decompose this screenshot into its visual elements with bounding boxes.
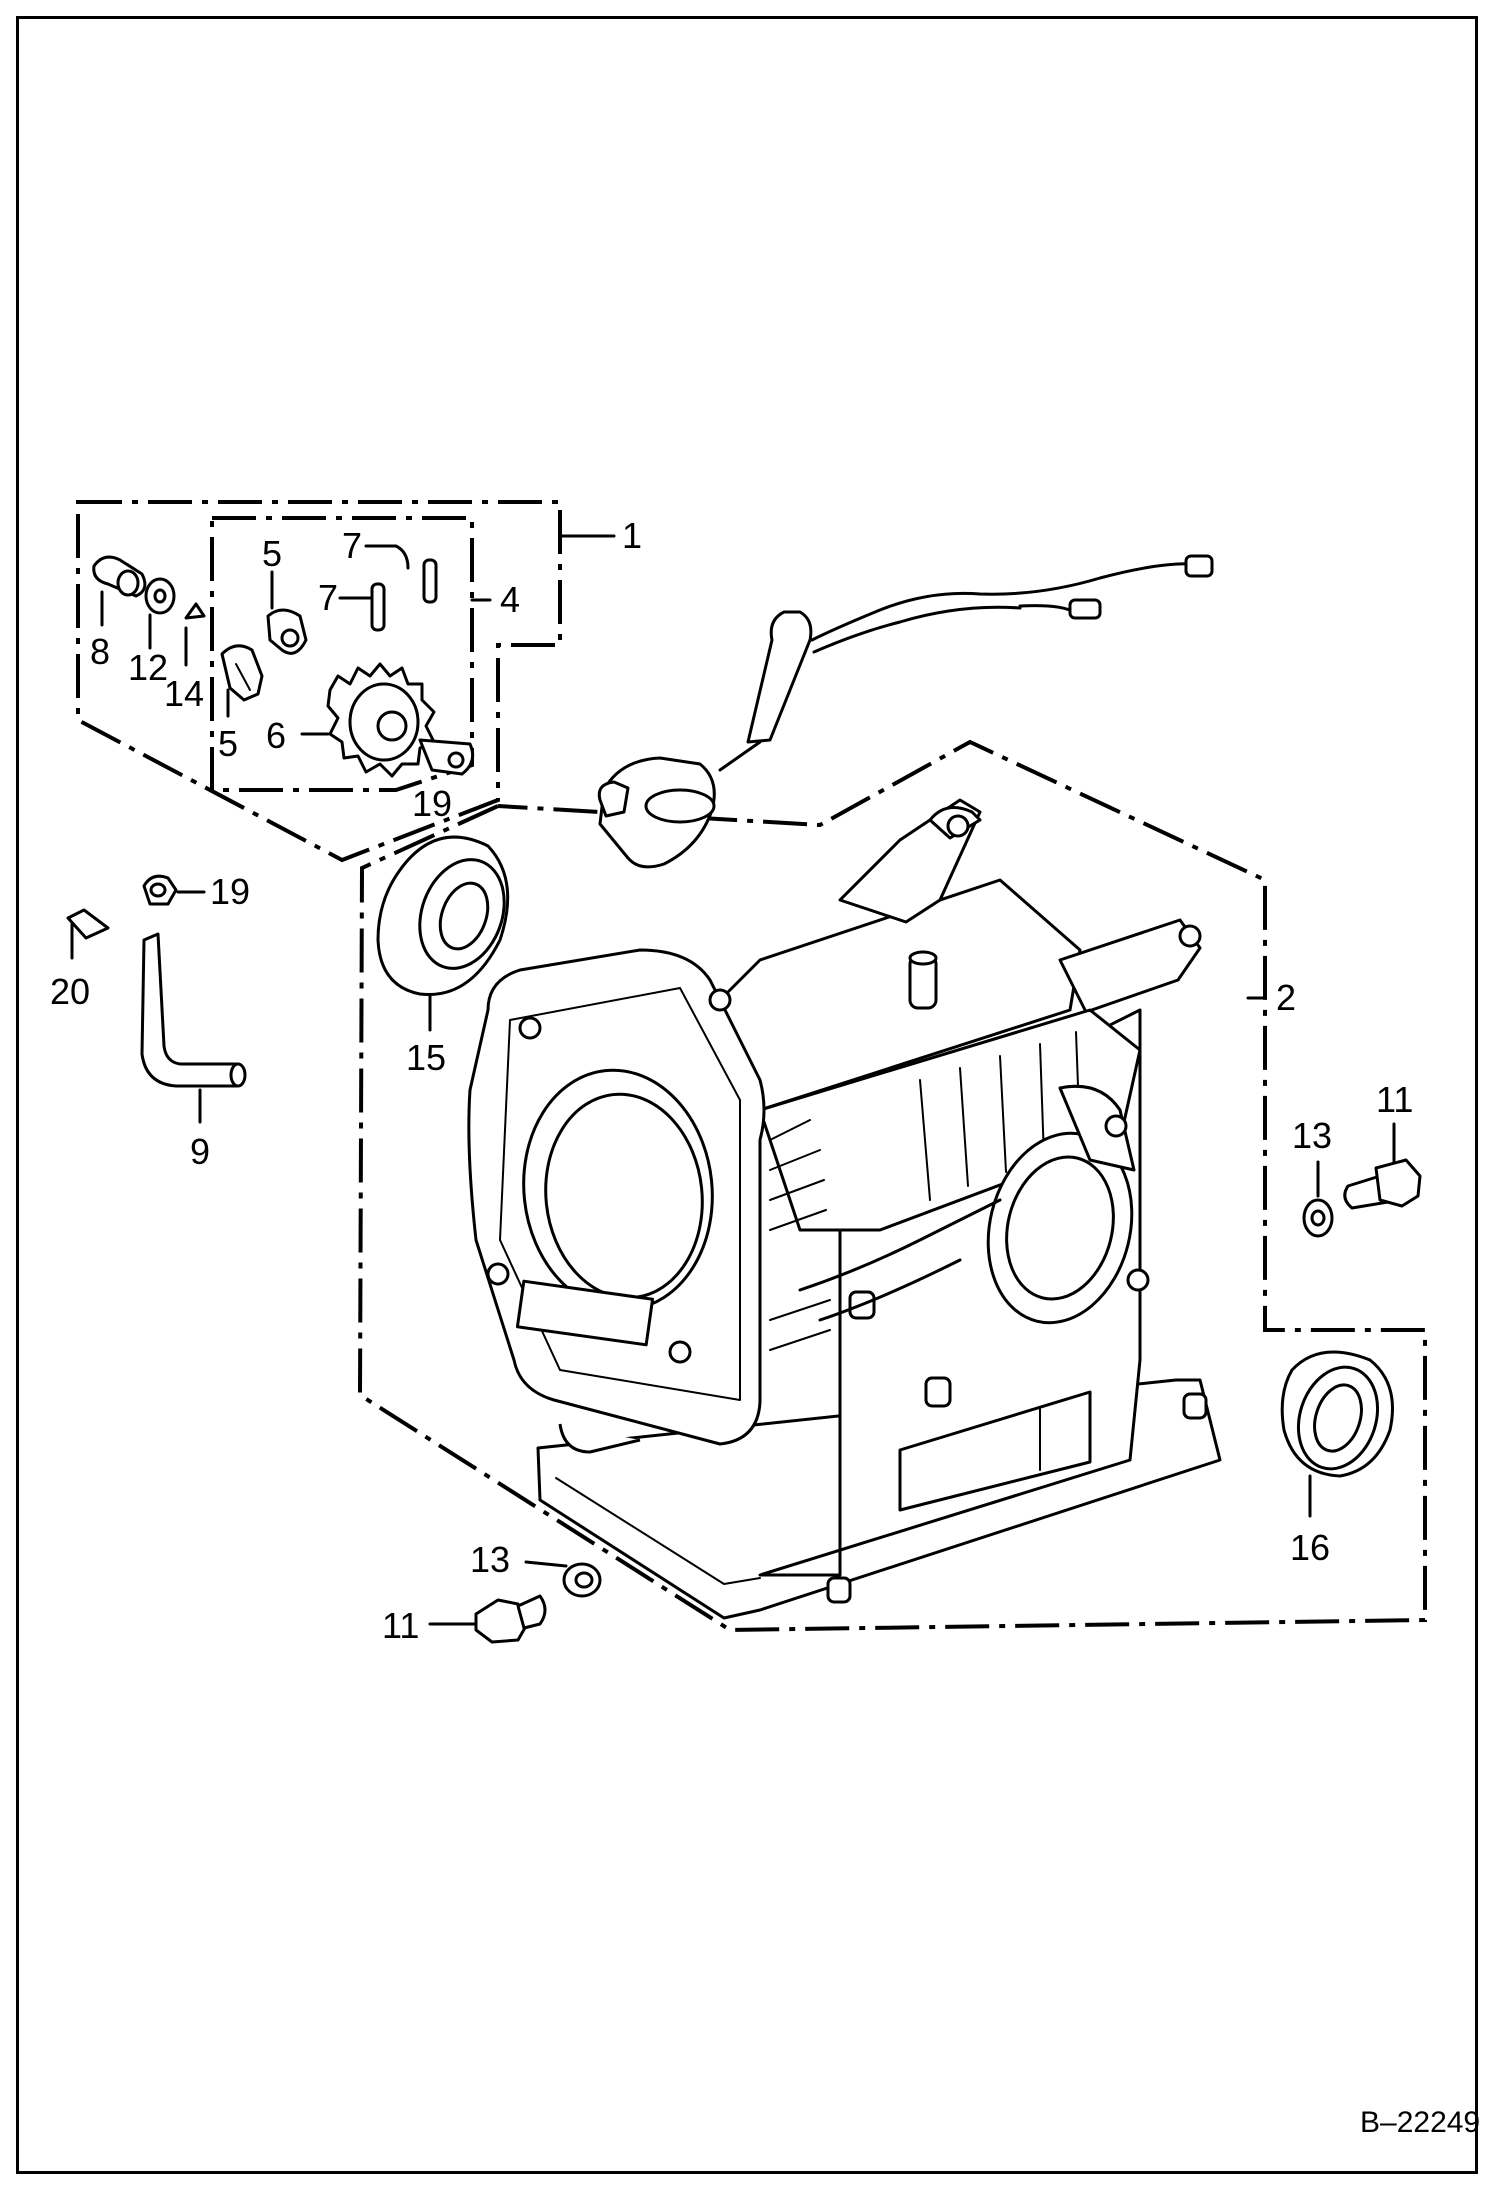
callout-4: 4 [500,579,520,620]
callout-9: 9 [190,1131,210,1172]
part-6-gear [300,662,475,778]
callout-11-bottom: 11 [382,1605,419,1646]
part-13-washer-bottom [524,1560,602,1598]
callout-13-right: 13 [1292,1115,1332,1156]
callout-6: 6 [266,715,286,756]
callout-7-lower: 7 [318,577,338,618]
callout-5-lower: 5 [218,723,238,764]
part-15-oil-seal [376,835,510,1032]
callout-15: 15 [406,1037,446,1078]
callout-8: 8 [90,631,110,672]
ignition-coil-lead [597,554,1214,869]
group-outline-2 [357,739,1427,1633]
part-20-clip [66,908,110,960]
callout-14: 14 [164,673,204,714]
part-11-bolt-bottom [428,1594,547,1644]
part-5-lower [220,644,264,718]
callout-11-right: 11 [1376,1079,1413,1120]
part-16-oil-seal [1280,1350,1394,1518]
callout-12: 12 [128,647,168,688]
group-outline-4 [210,516,474,792]
callout-20: 20 [50,971,90,1012]
callout-7-upper: 7 [342,525,362,566]
callout-13-bottom: 13 [470,1539,510,1580]
callout-5-upper: 5 [262,533,282,574]
part-9-tube [140,932,247,1124]
callout-16: 16 [1290,1527,1330,1568]
crankcase-body [467,798,1222,1620]
part-8-bolt [92,555,147,627]
callout-19-lower: 19 [210,871,250,912]
part-7-pins [338,544,438,632]
part-13-washer-right [1302,1160,1334,1238]
part-14-clip [184,602,206,667]
part-19-nut [142,874,206,906]
drawing-code: B–22249 [1360,2106,1480,2139]
part-12-washer [144,577,176,650]
part-11-bolt-right [1343,1122,1422,1210]
callout-19-upper: 19 [412,783,452,824]
part-5-upper [266,570,308,655]
group-outline-1 [76,500,562,863]
callout-2: 2 [1276,977,1296,1018]
callout-1: 1 [622,515,642,556]
